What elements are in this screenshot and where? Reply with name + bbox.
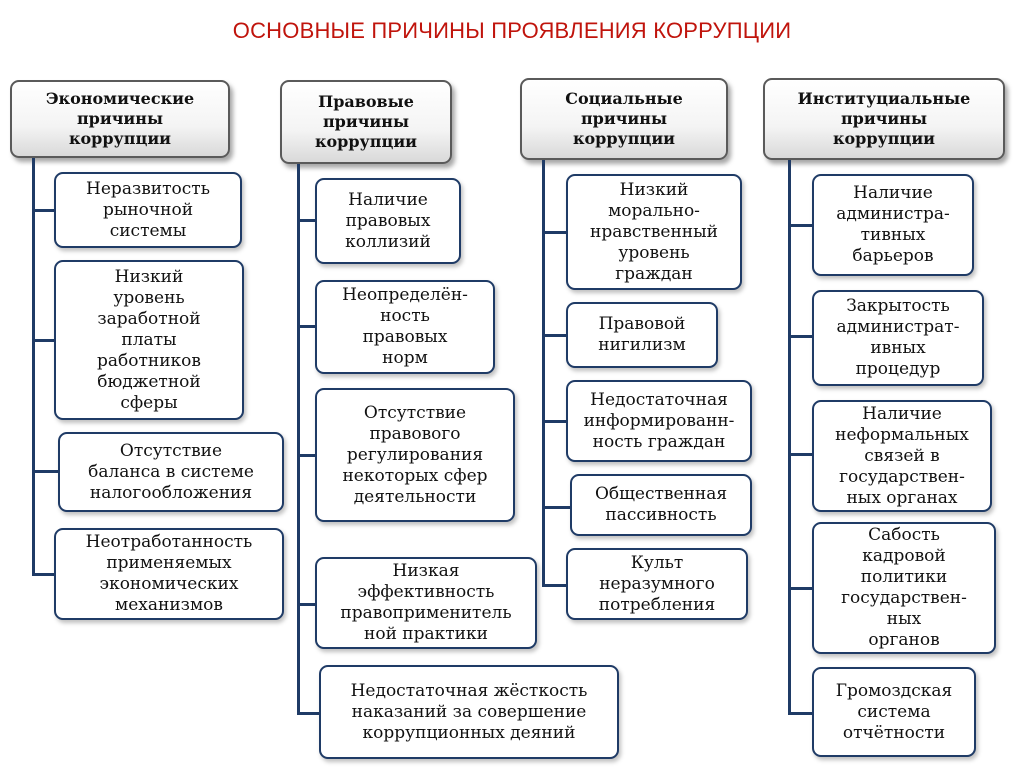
connector-economic-4 <box>32 573 56 576</box>
box-social-1: Низкий морально- нравственный уровень гр… <box>566 174 742 290</box>
heading-institutional: Институциальные причины коррупции <box>763 78 1005 160</box>
connector-legal-5 <box>297 712 321 715</box>
box-legal-1: Наличие правовых коллизий <box>315 178 461 264</box>
connector-legal-2 <box>297 325 317 328</box>
box-institutional-5: Громоздская система отчётности <box>812 667 976 757</box>
connector-legal-spine <box>297 164 300 715</box>
box-institutional-2: Закрытость администрат- ивных процедур <box>812 290 984 386</box>
box-social-5: Культ неразумного потребления <box>566 548 748 620</box>
connector-institutional-1 <box>788 224 814 227</box>
box-legal-2: Неопределён- ность правовых норм <box>315 280 495 374</box>
connector-social-5 <box>542 584 568 587</box>
box-institutional-1: Наличие администра- тивных барьеров <box>812 174 974 276</box>
box-economic-1: Неразвитость рыночной системы <box>54 172 242 248</box>
connector-institutional-4 <box>788 587 814 590</box>
heading-social: Социальные причины коррупции <box>520 78 728 160</box>
connector-institutional-5 <box>788 712 814 715</box>
box-economic-3: Отсутствие баланса в системе налогооблож… <box>58 432 284 512</box>
box-economic-2: Низкий уровень заработной платы работник… <box>54 260 244 420</box>
connector-social-spine <box>542 160 545 587</box>
box-institutional-4: Сабость кадровой политики государствен- … <box>812 522 996 654</box>
connector-economic-1 <box>32 209 56 212</box>
connector-legal-1 <box>297 219 317 222</box>
box-legal-3: Отсутствие правового регулирования некот… <box>315 388 515 522</box>
heading-legal: Правовые причины коррупции <box>280 80 452 164</box>
box-social-3: Недостаточная информированн- ность гражд… <box>566 380 752 462</box>
box-legal-4: Низкая эффективность правоприменитель но… <box>315 557 537 649</box>
connector-institutional-2 <box>788 335 814 338</box>
connector-legal-3 <box>297 454 317 457</box>
connector-legal-4 <box>297 603 317 606</box>
connector-institutional-spine <box>788 160 791 715</box>
connector-social-3 <box>542 420 568 423</box>
box-legal-5: Недостаточная жёсткость наказаний за сов… <box>319 665 619 759</box>
page-title: ОСНОВНЫЕ ПРИЧИНЫ ПРОЯВЛЕНИЯ КОРРУПЦИИ <box>232 18 792 43</box>
box-social-2: Правовой нигилизм <box>566 302 718 368</box>
connector-economic-spine <box>32 158 35 576</box>
connector-social-2 <box>542 334 568 337</box>
connector-social-1 <box>542 231 568 234</box>
box-institutional-3: Наличие неформальных связей в государств… <box>812 400 992 512</box>
connector-institutional-3 <box>788 453 814 456</box>
connector-economic-2 <box>32 339 56 342</box>
connector-economic-3 <box>32 470 60 473</box>
box-social-4: Общественная пассивность <box>570 474 752 536</box>
heading-economic: Экономические причины коррупции <box>10 80 230 158</box>
box-economic-4: Неотработанность применяемых экономическ… <box>54 528 284 620</box>
connector-social-4 <box>542 506 572 509</box>
